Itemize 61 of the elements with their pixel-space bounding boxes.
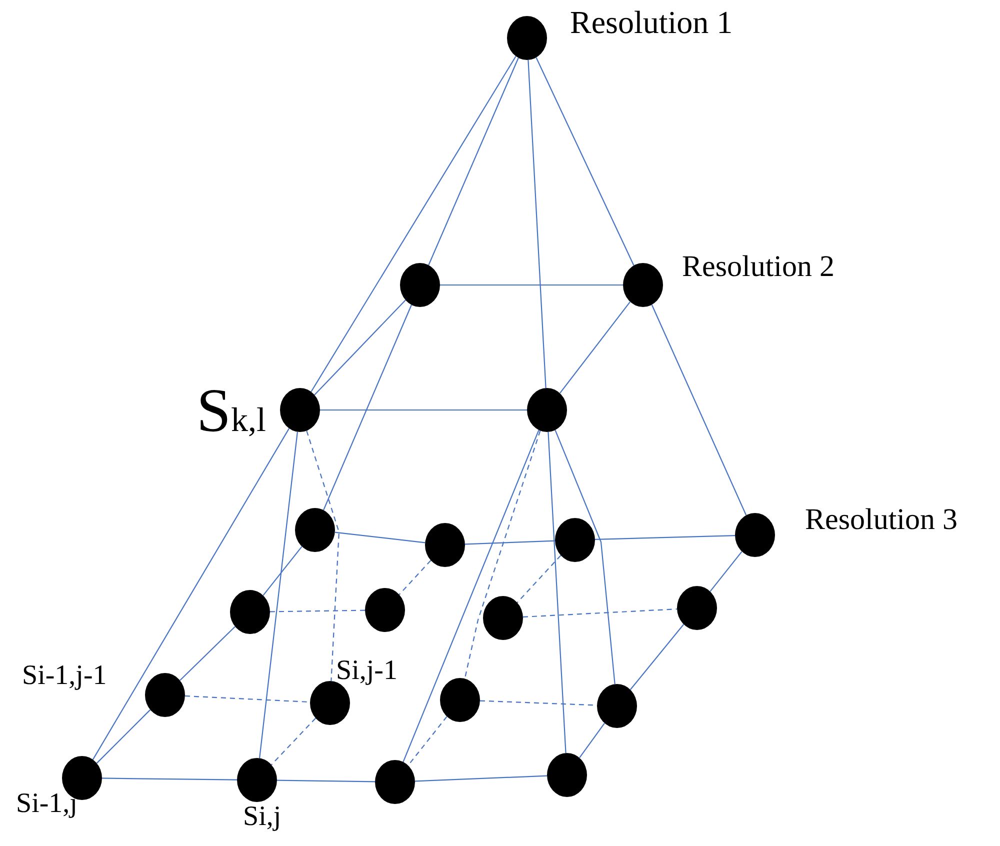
node-dot [400, 263, 440, 307]
connector-line [314, 300, 406, 396]
connector-line [414, 775, 548, 782]
connector-line [516, 555, 562, 603]
connector-line [464, 430, 541, 679]
connector-line [306, 430, 340, 682]
connector-line [323, 304, 412, 510]
node-dot [375, 760, 415, 804]
connector-line [594, 535, 736, 540]
node-label: Resolution 1 [570, 6, 733, 38]
node-dot [597, 684, 637, 728]
connector-line [96, 709, 151, 764]
node-dot [527, 388, 567, 432]
connector-line [310, 56, 516, 392]
connector-line [398, 560, 432, 595]
connector-line [554, 430, 616, 684]
node-label: Si,j-1 [336, 657, 398, 685]
node-dot [507, 16, 547, 60]
connector-line [428, 58, 519, 266]
connector-line [559, 301, 631, 394]
node-label: Si-1,j-1 [22, 662, 107, 690]
connector-line [408, 716, 448, 766]
connector-line [651, 304, 747, 516]
node-dot [483, 596, 523, 640]
node-dot [440, 678, 480, 722]
connector-line [320, 409, 527, 411]
connector-line [402, 430, 540, 762]
connector-line [630, 624, 684, 690]
node-label: Resolution 2 [682, 252, 835, 282]
connector-line [536, 57, 634, 266]
connector-line [334, 532, 426, 544]
node-dot [280, 388, 320, 432]
node-dot [295, 508, 335, 552]
connector-line [710, 551, 742, 592]
node-label: Si-1,j [16, 790, 78, 818]
connector-line [271, 718, 316, 766]
connector-line [262, 546, 302, 596]
node-dot [677, 586, 717, 630]
connector-line [180, 626, 236, 681]
node-dot [237, 758, 277, 802]
node-dot [145, 673, 185, 717]
node-dot [425, 523, 465, 567]
node-dot [230, 590, 270, 634]
connector-line [528, 60, 546, 388]
node-label: Resolution 3 [805, 505, 958, 535]
connector-line [277, 780, 375, 782]
node-label: Si,j [243, 803, 282, 831]
connector-line [579, 722, 605, 758]
connector-line [92, 428, 290, 760]
node-dot [547, 753, 587, 797]
node-dot [623, 263, 663, 307]
connector-line [464, 540, 556, 545]
connector-line [102, 778, 237, 780]
node-dot [735, 513, 775, 557]
node-dot [365, 588, 405, 632]
connector-line [258, 432, 298, 758]
connector-line [440, 284, 623, 286]
node-dot [555, 518, 595, 562]
connector-line [548, 432, 566, 754]
connector-line [522, 608, 678, 618]
connector-line [270, 610, 365, 612]
